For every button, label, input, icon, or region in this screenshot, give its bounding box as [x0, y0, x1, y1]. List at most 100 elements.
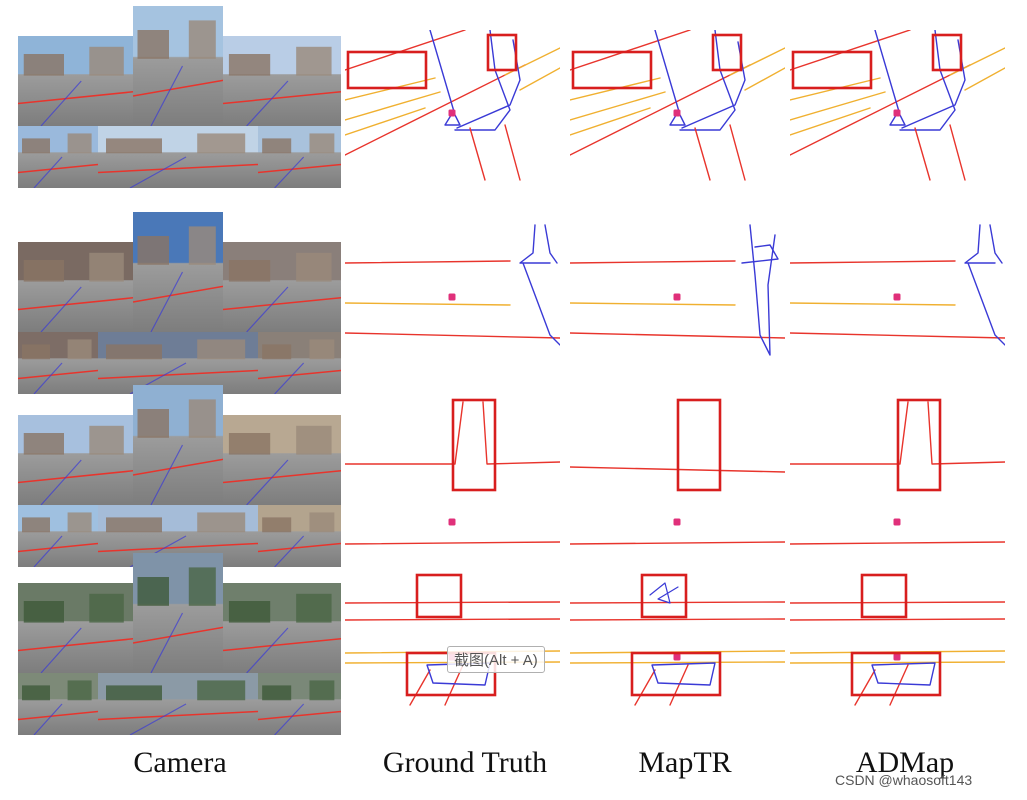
projected-divider-line: [133, 458, 223, 476]
projected-divider-line: [258, 710, 341, 721]
ped-crossing-line: [429, 30, 461, 126]
camera-image-row4-view4: [18, 673, 98, 735]
camera-building: [89, 46, 124, 76]
divider-line: [790, 260, 956, 264]
column-label-maptr: MapTR: [638, 746, 732, 779]
projected-divider-line: [223, 638, 341, 652]
highlight-box: [791, 50, 873, 90]
boundary-line: [964, 67, 1005, 91]
camera-building: [22, 138, 50, 154]
camera-image-row4-view6: [258, 673, 341, 735]
projected-divider-line: [98, 710, 258, 721]
ego-vehicle-marker: [893, 109, 901, 117]
camera-building: [23, 601, 64, 623]
boundary-line: [345, 107, 426, 136]
ego-vehicle-marker: [448, 109, 456, 117]
projected-crossing-line: [150, 444, 184, 505]
camera-building: [23, 260, 64, 282]
camera-building: [188, 567, 216, 606]
boundary-line: [570, 302, 736, 306]
highlight-box: [850, 651, 942, 697]
map-panel-row2-admap: [790, 224, 1005, 346]
map-panel-row4-maptr: [570, 573, 785, 706]
camera-building: [296, 46, 332, 76]
boundary-line: [570, 91, 666, 121]
camera-image-row2-view5: [98, 332, 258, 394]
divider-line: [790, 64, 971, 156]
projected-crossing-line: [33, 362, 63, 394]
camera-building: [67, 680, 92, 701]
camera-image-row4-view1: [18, 583, 133, 673]
ped-crossing-line: [967, 262, 1005, 346]
camera-image-row3-view1: [18, 415, 133, 505]
map-panel-row4-admap: [790, 573, 1005, 706]
projected-divider-line: [18, 163, 98, 174]
divider-line: [345, 618, 560, 621]
projected-crossing-line: [246, 80, 289, 126]
projected-divider-line: [98, 542, 258, 553]
camera-building: [296, 593, 332, 623]
camera-building: [23, 54, 64, 76]
camera-building: [23, 433, 64, 455]
camera-building: [67, 133, 92, 154]
projected-divider-line: [258, 542, 341, 553]
ego-vehicle-marker: [673, 109, 681, 117]
camera-building: [137, 409, 169, 438]
camera-building: [188, 20, 216, 59]
camera-image-row3-view4: [18, 505, 98, 567]
divider-line: [570, 601, 785, 604]
column-label-admap: ADMap: [855, 746, 955, 779]
column-label-ground-truth: Ground Truth: [382, 746, 548, 779]
divider-line: [570, 64, 751, 156]
boundary-line: [570, 661, 785, 664]
divider-line: [790, 30, 911, 71]
divider-line: [669, 664, 689, 706]
projected-crossing-line: [274, 156, 305, 188]
projected-crossing-line: [150, 271, 184, 332]
projected-crossing-line: [150, 65, 184, 126]
divider-line: [790, 541, 1005, 545]
boundary-line: [519, 67, 560, 91]
camera-building: [262, 685, 292, 701]
highlight-box: [346, 50, 428, 90]
camera-building: [309, 680, 335, 701]
projected-divider-line: [18, 369, 98, 380]
map-panel-row2-ground-truth: [345, 224, 560, 346]
projected-divider-line: [133, 79, 223, 97]
projected-crossing-line: [40, 286, 82, 332]
projected-crossing-line: [274, 535, 305, 567]
camera-image-row4-view2: [133, 553, 223, 673]
highlight-box: [415, 573, 463, 619]
camera-image-row1-view4: [18, 126, 98, 188]
projected-crossing-line: [33, 156, 63, 188]
projected-divider-line: [223, 297, 341, 311]
ped-crossing-line: [651, 662, 716, 686]
projected-divider-line: [133, 626, 223, 644]
ped-crossing-line: [871, 662, 936, 686]
divider-line: [790, 332, 1005, 339]
camera-building: [262, 344, 292, 360]
projected-crossing-line: [274, 703, 305, 735]
ped-crossing-line: [519, 224, 551, 264]
map-panel-row2-maptr: [570, 224, 785, 356]
divider-line: [914, 127, 931, 181]
divider-line: [729, 124, 746, 181]
projected-crossing-line: [40, 627, 82, 673]
projected-crossing-line: [246, 459, 289, 505]
map-panel-row1-ground-truth: [345, 30, 560, 181]
camera-building: [89, 252, 124, 282]
divider-line: [570, 332, 785, 339]
camera-building: [106, 138, 162, 154]
camera-image-row2-view1: [18, 242, 133, 332]
boundary-line: [790, 91, 886, 121]
ped-crossing-line: [741, 244, 779, 264]
ped-crossing-line: [964, 224, 996, 264]
divider-line: [345, 401, 464, 465]
projected-divider-line: [258, 163, 341, 174]
divider-line: [345, 64, 526, 156]
camera-building: [228, 433, 271, 455]
ego-vehicle-marker: [893, 653, 901, 661]
column-label-camera: Camera: [133, 746, 227, 779]
camera-building: [67, 339, 92, 360]
boundary-line: [345, 91, 441, 121]
